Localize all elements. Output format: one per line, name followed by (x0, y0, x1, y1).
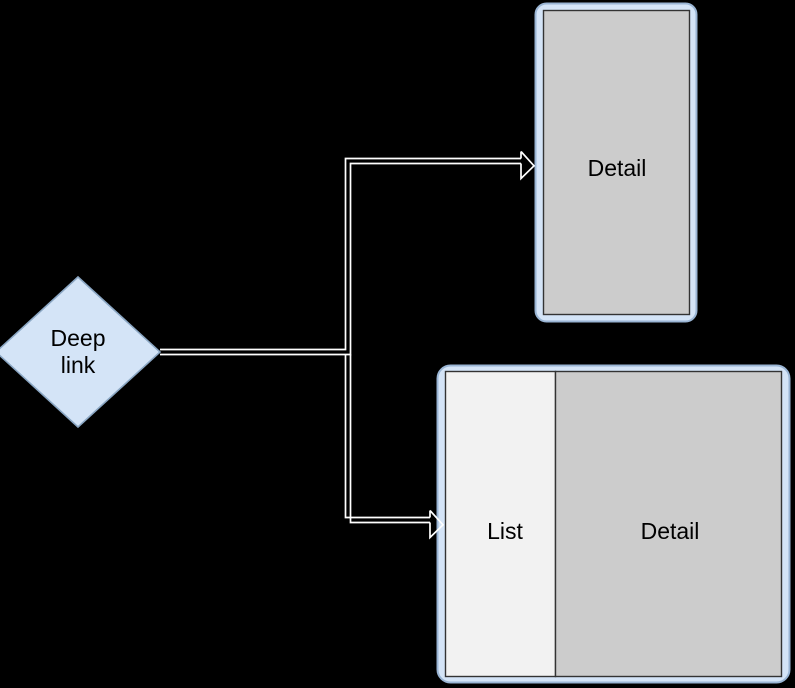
node-deep-link-diamond[interactable] (0, 275, 162, 429)
edge-top-outline-upper (160, 157, 521, 351)
edge-deep-link-to-bottom-split[interactable] (344, 354, 445, 540)
edge-top-arrowhead (520, 150, 536, 181)
edge-bottom-outline-lower (349, 354, 430, 524)
edge-deep-link-to-top-detail[interactable] (160, 150, 536, 356)
edge-top-outline-lower (160, 162, 521, 356)
edge-bottom-arrowhead (429, 509, 445, 540)
edge-bottom-outline-upper (344, 354, 430, 519)
top-screen-detail-pane (542, 9, 691, 316)
bottom-screen-list-pane (444, 370, 557, 678)
node-bottom-split-screen[interactable] (436, 364, 791, 684)
deep-link-diamond-shape (0, 275, 162, 429)
bottom-screen-detail-pane (554, 370, 783, 678)
node-top-detail-screen[interactable] (534, 2, 698, 323)
